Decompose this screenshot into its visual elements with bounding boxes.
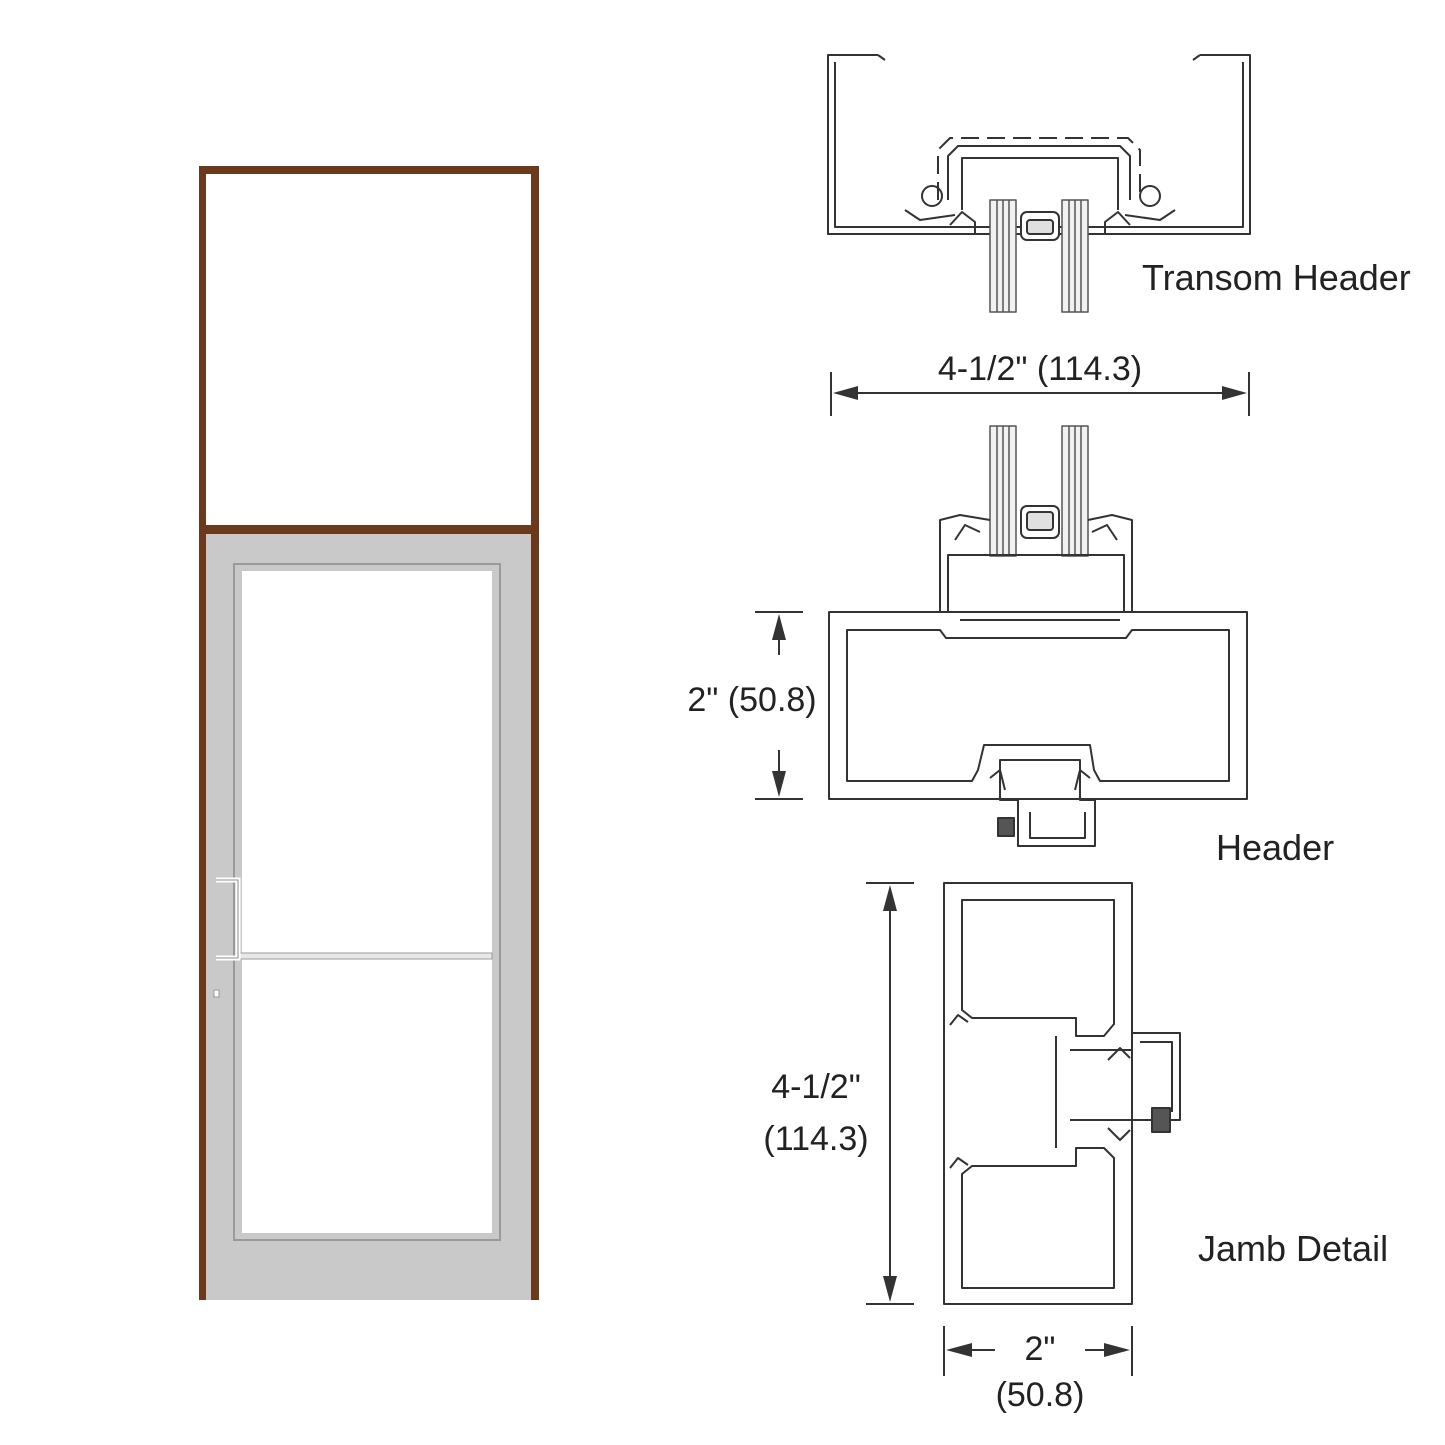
door-elevation (199, 166, 539, 1300)
header-section (828, 425, 1248, 847)
transom-width-label: 4-1/2" (114.3) (938, 350, 1142, 388)
header-height-label: 2" (50.8) (687, 681, 816, 719)
jamb-height-label-in: 4-1/2" (771, 1068, 861, 1106)
transom-width-dimension (830, 372, 1250, 416)
jamb-height-label-mm: (114.3) (763, 1120, 868, 1158)
transom-header-label: Transom Header (1142, 257, 1411, 298)
header-height-dimension (755, 611, 803, 800)
jamb-height-dimension (866, 882, 914, 1305)
jamb-width-label-in: 2" (1025, 1330, 1056, 1368)
jamb-width-dimension (943, 1326, 1133, 1376)
jamb-width-label-mm: (50.8) (996, 1376, 1085, 1414)
jamb-detail-section (943, 882, 1181, 1305)
lock-cylinder (213, 989, 220, 998)
jamb-detail-label: Jamb Detail (1198, 1228, 1388, 1269)
transom-glass (206, 174, 531, 525)
header-label: Header (1216, 827, 1334, 868)
door-glass (242, 571, 492, 1233)
push-bar (235, 952, 493, 960)
transom-header-section (827, 54, 1251, 313)
